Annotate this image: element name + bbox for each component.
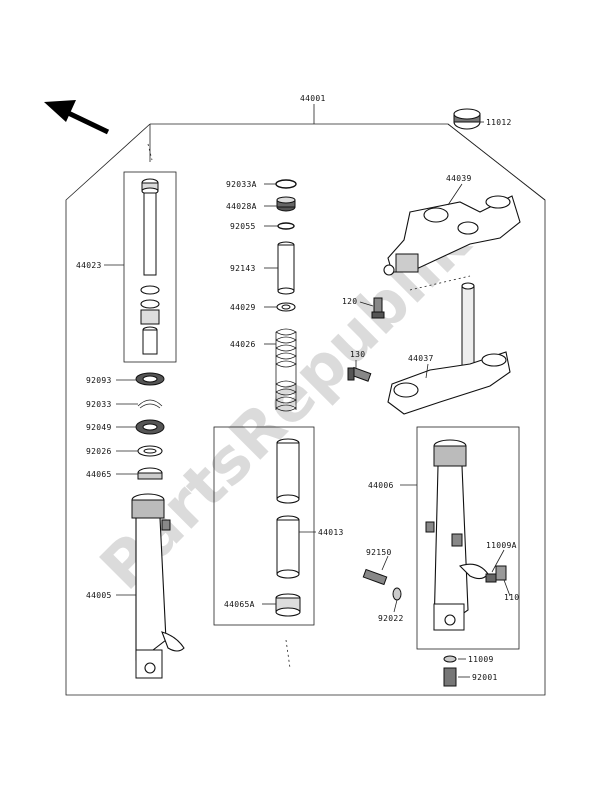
label-44006: 44006 [368,481,394,490]
bolt-92150-part [362,568,388,586]
spacer-92143-part [277,241,295,295]
spring-collar-box [213,426,315,626]
outer-tube-right-box [416,426,520,650]
label-44065: 44065 [86,470,112,479]
label-44037: 44037 [408,354,434,363]
label-11009A: 11009A [486,541,517,550]
label-130: 130 [350,350,365,359]
label-120: 120 [342,297,357,306]
guide-lines [147,143,471,669]
label-92150: 92150 [366,548,392,557]
label-44023: 44023 [76,261,102,270]
upper-bracket-part [383,195,521,276]
direction-arrow-icon [44,100,110,135]
label-44005: 44005 [86,591,112,600]
label-11012: 11012 [486,118,512,127]
label-92055: 92055 [230,222,256,231]
collar-44013-part [276,438,300,579]
steering-stem-part [387,282,511,415]
label-92049: 92049 [86,423,112,432]
label-44001: 44001 [300,94,326,103]
washer-11009-part [443,655,457,663]
label-44029: 44029 [230,303,256,312]
assembly-frame [65,123,546,696]
label-44013: 44013 [318,528,344,537]
label-11009: 11009 [468,655,494,664]
clip-92033A-part [275,179,297,189]
oring-92055-part [277,222,295,230]
seat-44029-part [276,302,296,312]
oil-seal-92049-part [135,419,165,435]
label-44065A: 44065A [224,600,255,609]
clip-92033-part [137,399,163,409]
washer-92026-part [137,445,163,457]
label-44039: 44039 [446,174,472,183]
label-92033A: 92033A [226,180,257,189]
bolt-120-part [371,297,385,319]
inner-tube-part [140,178,160,355]
label-92026: 92026 [86,447,112,456]
leader-lines [104,104,511,678]
bolt-110-part [495,565,507,581]
outer-tube-left-part [131,493,185,679]
label-92022: 92022 [378,614,404,623]
nut-11009A-part [485,573,497,583]
label-92033: 92033 [86,400,112,409]
bolt-92001-part [443,667,457,687]
spring-44026-part [275,328,297,412]
bolt-130-part [347,366,372,382]
washer-44028A-part [276,196,296,212]
bushing-44065-part [137,467,163,480]
bushing-44065A-part [275,593,301,617]
label-92143: 92143 [230,264,256,273]
label-44026: 44026 [230,340,256,349]
label-92001: 92001 [472,673,498,682]
washer-92022-part [392,587,402,601]
label-44028A: 44028A [226,202,257,211]
inner-tube-box [123,171,177,363]
top-cap-part [453,108,481,130]
outer-tube-right-part [425,439,489,631]
label-110: 110 [504,593,519,602]
part-labels: 44001 11012 44039 92033A 44028A 92055 92… [76,94,519,682]
label-92093: 92093 [86,376,112,385]
seal-92093-part [135,372,165,386]
